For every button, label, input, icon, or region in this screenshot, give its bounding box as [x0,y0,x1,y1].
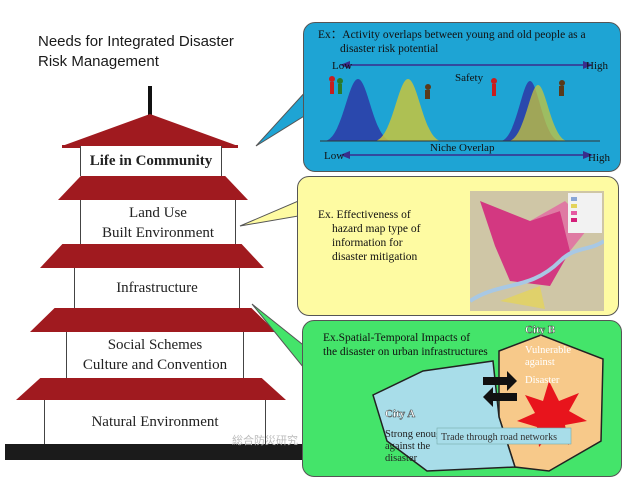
old-person-icon-2 [559,80,565,96]
niche-arrow-right [583,151,593,159]
young-person-icon [329,76,335,94]
pagoda-spire [148,86,152,116]
city-b-desc-3: Disaster [525,375,560,386]
trade-label-box [436,427,572,445]
arrow-right-icon [483,371,517,391]
pagoda-base [5,444,305,460]
city-a-desc-1: Strong enough [385,429,447,440]
pagoda-level-infrastructure: Infrastructure [74,268,240,308]
level-label-built-environment: Built Environment [101,225,215,241]
diagram-title: Needs for Integrated Disaster Risk Manag… [38,32,278,72]
arrow-left-icon [483,387,517,407]
old-distribution-left [374,79,442,141]
panel-activity-caption: Ex：Activity overlaps between young and o… [318,28,586,56]
title-line-2: Risk Management [38,53,159,70]
hazard-zone-high [480,201,570,286]
hazard-caption-line-1: Ex. Effectiveness of [318,209,411,221]
legend-swatch-2 [571,204,577,208]
hazard-caption-line-3: information for [332,237,403,249]
pagoda-roof-4 [30,308,276,332]
hazard-caption-line-2: hazard map type of [332,223,421,235]
niche-arrow-left [340,151,350,159]
city-b-label: City B [525,324,556,336]
city-a-label: City A [385,408,415,420]
old-person-icon [425,84,431,99]
panel-spatial-caption: Ex.Spatial-Temporal Impacts of the disas… [323,331,488,359]
level-label-life: Life in Community [89,153,213,169]
level-label-culture: Culture and Convention [82,357,228,373]
level-label-land-use: Land Use [129,205,187,221]
trade-label: Trade through road networks [441,432,557,443]
level-label-infrastructure: Infrastructure [116,280,198,296]
niche-overlap-label: Niche Overlap [430,142,495,154]
spatial-caption-line-1: Ex.Spatial-Temporal Impacts of [323,332,471,344]
pagoda-roof-2 [58,176,248,200]
legend-swatch-3 [571,211,577,215]
hazard-caption-line-4: disaster mitigation [332,251,418,263]
level-label-natural-environment: Natural Environment [91,414,219,430]
legend-swatch-4 [571,218,577,222]
panel-hazard-caption: Ex. Effectiveness of hazard map type of … [318,208,420,264]
panel-hazard-map: Ex. Effectiveness of hazard map type of … [297,176,619,316]
safety-arrow-right [583,61,593,69]
niche-high-label: High [588,152,611,164]
safety-low-label: Low [332,60,352,72]
footer-text: 総合防災研究 [232,434,298,447]
pagoda-level-natural-environment: Natural Environment [44,400,266,444]
old-distribution-right [508,85,568,141]
young-person-icon-2 [337,78,343,94]
city-a-desc-2: against the [385,441,431,452]
hazard-zone-low [500,286,545,309]
spatial-caption-line-2: the disaster on urban infrastructures [323,346,488,358]
activity-distribution-graphic: Low Safety High Low Niche Overlap High [320,60,611,164]
pagoda-level-land-use: Land Use Built Environment [80,200,236,246]
caption-line-2: disaster risk potential [340,43,439,55]
title-line-1: Needs for Integrated Disaster [38,33,234,50]
city-a-desc-3: disaster [385,453,418,464]
city-b-desc-1: Vulnerable [525,345,571,356]
panel-spatial-temporal: Ex.Spatial-Temporal Impacts of the disas… [302,320,622,477]
pagoda-level-social-schemes: Social Schemes Culture and Convention [66,332,244,378]
level-label-social-schemes: Social Schemes [107,337,203,353]
panel-activity-overlap: Ex：Activity overlaps between young and o… [303,22,621,172]
pagoda-roof-3 [40,244,264,268]
hazard-map-image [470,191,604,311]
safety-high-label: High [586,60,609,72]
river-line [470,239,604,303]
city-b-desc-2: against [525,357,555,368]
safety-label: Safety [455,72,484,84]
niche-low-label: Low [324,150,344,162]
pagoda-roof-top [62,114,238,146]
disaster-burst-icon [517,381,587,447]
city-impact-graphic: City B Vulnerable against Disaster City … [372,324,604,472]
legend-swatch-1 [571,197,577,201]
pagoda-level-life-in-community: Life in Community [80,146,222,176]
safety-arrow-left [340,61,350,69]
pagoda-roof-5 [16,378,286,400]
young-distribution-left [324,79,392,141]
young-person-icon-3 [491,78,497,96]
caption-line-1: Ex：Activity overlaps between young and o… [318,29,586,41]
